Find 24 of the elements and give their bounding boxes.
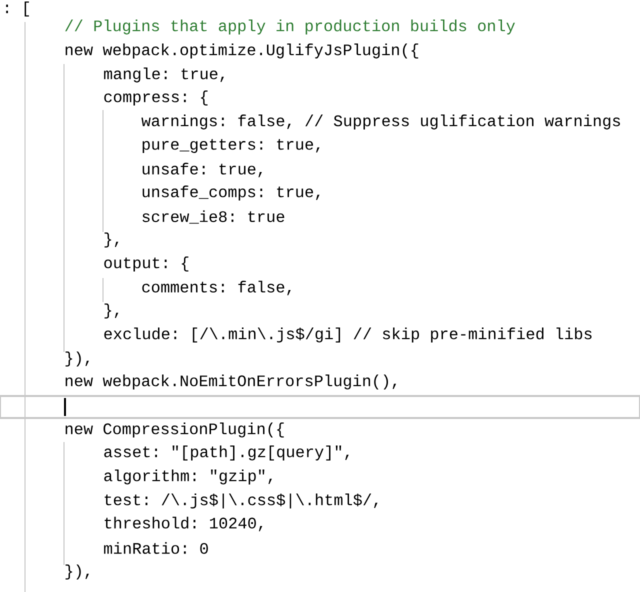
code-line: // Plugins that apply in production builds only	[65, 20, 515, 34]
code-line: output: {	[104, 256, 188, 272]
code-line: test: /\.js$|\.css$|\.html$/,	[104, 494, 378, 508]
code-line: minRatio: 0	[104, 542, 208, 554]
code-line: warnings: false, // Suppress uglification warnings	[141, 114, 620, 130]
code-line: comments: false,	[142, 280, 291, 296]
code-line: algorithm: "gzip",	[104, 470, 272, 484]
code-line: }),	[66, 564, 89, 580]
code-line: new webpack.NoEmitOnErrorsPlugin(),	[66, 374, 396, 390]
code-line: mangle: true,	[104, 68, 224, 82]
code-line: screw_ie8: true	[142, 210, 284, 224]
code-line: : [	[6, 2, 29, 16]
code-line: new CompressionPlugin({	[66, 422, 284, 438]
code-line: pure_getters: true,	[142, 139, 320, 153]
code-line: compress: {	[104, 90, 208, 106]
code-line: new webpack.optimize.UglifyJsPlugin({	[66, 44, 418, 58]
code-line: unsafe_comps: true,	[142, 186, 320, 200]
code-line: unsafe: true,	[142, 162, 262, 178]
code-line: },	[104, 304, 118, 318]
code-line: exclude: [/\.min\.js$/gi] // skip pre-minified libs	[104, 328, 592, 342]
code-line: },	[104, 232, 118, 248]
code-line: threshold: 10240,	[104, 516, 262, 532]
code-line: }),	[66, 352, 89, 366]
code-line: asset: "[path].gz[query]",	[104, 446, 349, 460]
